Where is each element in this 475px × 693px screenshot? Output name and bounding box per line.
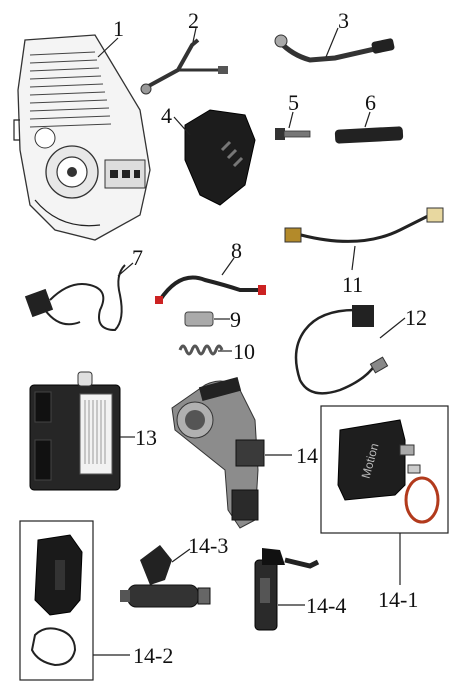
spring-part (178, 344, 224, 356)
callout-11: 11 (342, 272, 363, 297)
sleeve-part (184, 311, 214, 327)
idle-air-control-valve-part: Motion (337, 419, 440, 524)
callout-8: 8 (231, 238, 242, 263)
callout-1: 1 (113, 16, 124, 41)
callout-13: 13 (135, 425, 157, 450)
sprocket-cover-part (184, 109, 256, 206)
ecu-part (29, 371, 121, 491)
kick-starter-part (274, 34, 395, 63)
rubber-strap-part (334, 126, 404, 144)
callout-14: 14 (296, 443, 318, 468)
speed-sensor-part (294, 305, 389, 395)
callout-12: 12 (405, 305, 427, 330)
fuel-injector-part (120, 545, 211, 608)
oxygen-sensor-part (24, 264, 126, 332)
callout-14-2: 14-2 (133, 643, 173, 668)
callout-box-14-2 (19, 520, 94, 681)
callout-5: 5 (288, 90, 299, 115)
bolt-part (275, 128, 311, 140)
temperature-sensor-part (284, 207, 444, 243)
throttle-body-part (171, 377, 265, 529)
callout-7: 7 (132, 245, 143, 270)
callout-9: 9 (230, 307, 241, 332)
callout-10: 10 (233, 339, 255, 364)
engine-part (13, 34, 151, 241)
callout-14-3: 14-3 (188, 533, 228, 558)
callout-14-4: 14-4 (306, 593, 346, 618)
bracket-and-seal-part (30, 534, 83, 667)
callout-2: 2 (188, 8, 199, 33)
callout-box-14-1 (320, 405, 449, 534)
callout-4: 4 (161, 103, 172, 128)
callout-6: 6 (365, 90, 376, 115)
callout-14-1: 14-1 (378, 587, 418, 612)
wire-harness-part (155, 275, 266, 304)
shift-lever-part (140, 38, 228, 95)
pressure-sensor-part (254, 548, 320, 631)
callout-3: 3 (338, 8, 349, 33)
